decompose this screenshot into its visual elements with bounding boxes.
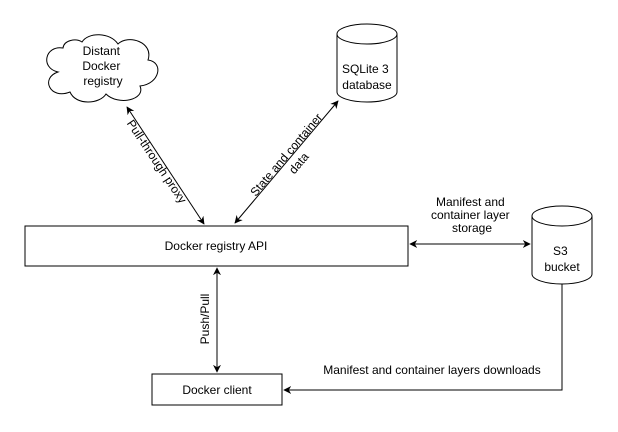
sqlite-line1: SQLite 3 bbox=[342, 62, 389, 76]
push-pull-edge: Push/Pull bbox=[198, 267, 221, 373]
registry-api-box bbox=[24, 225, 409, 267]
docker-client-box bbox=[151, 373, 283, 406]
cylinder-top bbox=[531, 205, 593, 227]
registry-api-node: Docker registry API bbox=[24, 225, 409, 267]
storage-line2: container layer bbox=[431, 208, 510, 222]
docker-client-label: Docker client bbox=[182, 383, 252, 397]
distant-registry-line1: Distant bbox=[83, 44, 121, 58]
distant-registry-line3: registry bbox=[83, 74, 122, 88]
cloud-shape bbox=[46, 34, 159, 103]
svg-text:Manifest and container l: Manifest and container layer storage bbox=[431, 195, 513, 235]
svg-text:Distant Docker reg: Distant Docker registry bbox=[82, 44, 123, 88]
sqlite-database-node: SQLite 3 database bbox=[336, 23, 398, 103]
storage-line1: Manifest and bbox=[436, 195, 505, 209]
storage-line3: storage bbox=[452, 221, 492, 235]
pull-through-label: Pull-through proxy bbox=[124, 117, 190, 206]
downloads-edge: Manifest and container layers downloads bbox=[283, 284, 563, 394]
distant-registry-node: Distant Docker registry bbox=[46, 34, 159, 103]
downloads-arrow bbox=[283, 284, 563, 394]
s3-line1: S3 bbox=[553, 244, 568, 258]
pull-through-edge: Pull-through proxy bbox=[124, 106, 205, 225]
s3-bucket-node: S3 bucket bbox=[531, 205, 593, 285]
svg-text:S3 bucket: S3 bucket bbox=[544, 244, 580, 274]
state-data-line1: State and container bbox=[247, 111, 325, 200]
cylinder-body bbox=[531, 216, 593, 285]
svg-text:State and container data: State and container data bbox=[247, 108, 338, 209]
push-pull-label: Push/Pull bbox=[198, 294, 212, 345]
registry-api-label: Docker registry API bbox=[165, 239, 268, 253]
pull-through-arrow bbox=[126, 106, 205, 225]
s3-line2: bucket bbox=[544, 260, 580, 274]
downloads-label: Manifest and container layers downloads bbox=[323, 363, 540, 377]
distant-registry-line2: Docker bbox=[82, 59, 120, 73]
sqlite-line2: database bbox=[342, 78, 392, 92]
storage-edge: Manifest and container layer storage bbox=[409, 195, 531, 248]
docker-client-node: Docker client bbox=[151, 373, 283, 406]
cylinder-body bbox=[336, 34, 398, 103]
cylinder-top bbox=[336, 23, 398, 45]
state-data-edge: State and container data bbox=[234, 100, 339, 224]
state-data-arrow bbox=[234, 100, 339, 224]
svg-text:SQLite 3 database: SQLite 3 database bbox=[342, 62, 392, 92]
